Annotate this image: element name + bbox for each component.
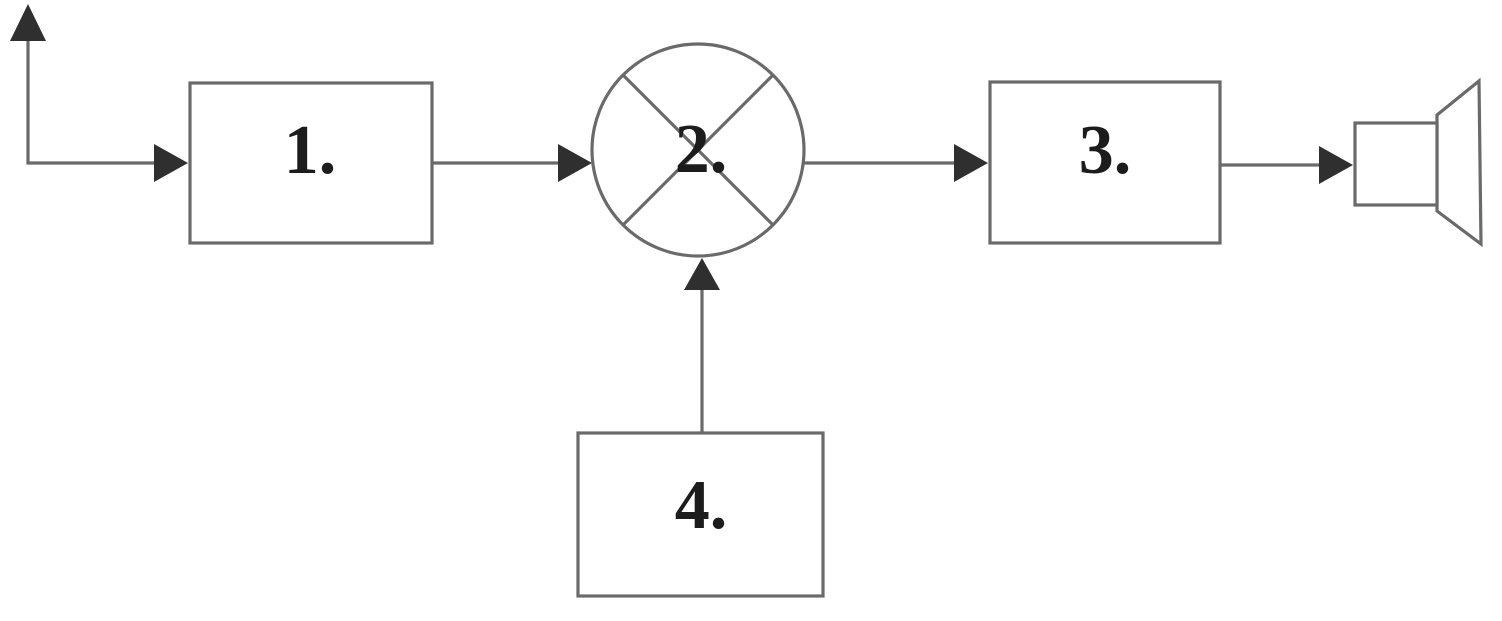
mixer-x-diagonal bbox=[621, 73, 775, 227]
block-2-label: 2. bbox=[675, 111, 728, 188]
block-4-label: 4. bbox=[675, 467, 728, 544]
block-1: 1. bbox=[188, 81, 434, 245]
block-3-label: 3. bbox=[1079, 112, 1132, 189]
arrow-block1-to-mixer bbox=[432, 144, 592, 182]
arrow-block3-to-speaker bbox=[1220, 146, 1353, 184]
arrow-mixer-to-block3 bbox=[804, 144, 988, 182]
block-4: 4. bbox=[576, 431, 825, 598]
antenna-icon bbox=[10, 4, 162, 165]
arrow-antenna-to-block1 bbox=[154, 144, 188, 182]
block-2-mixer: 2. bbox=[590, 42, 806, 258]
speaker-icon bbox=[1353, 77, 1483, 248]
arrow-block4-to-mixer bbox=[684, 258, 720, 433]
block-3: 3. bbox=[988, 80, 1222, 245]
block-1-label: 1. bbox=[284, 112, 337, 189]
